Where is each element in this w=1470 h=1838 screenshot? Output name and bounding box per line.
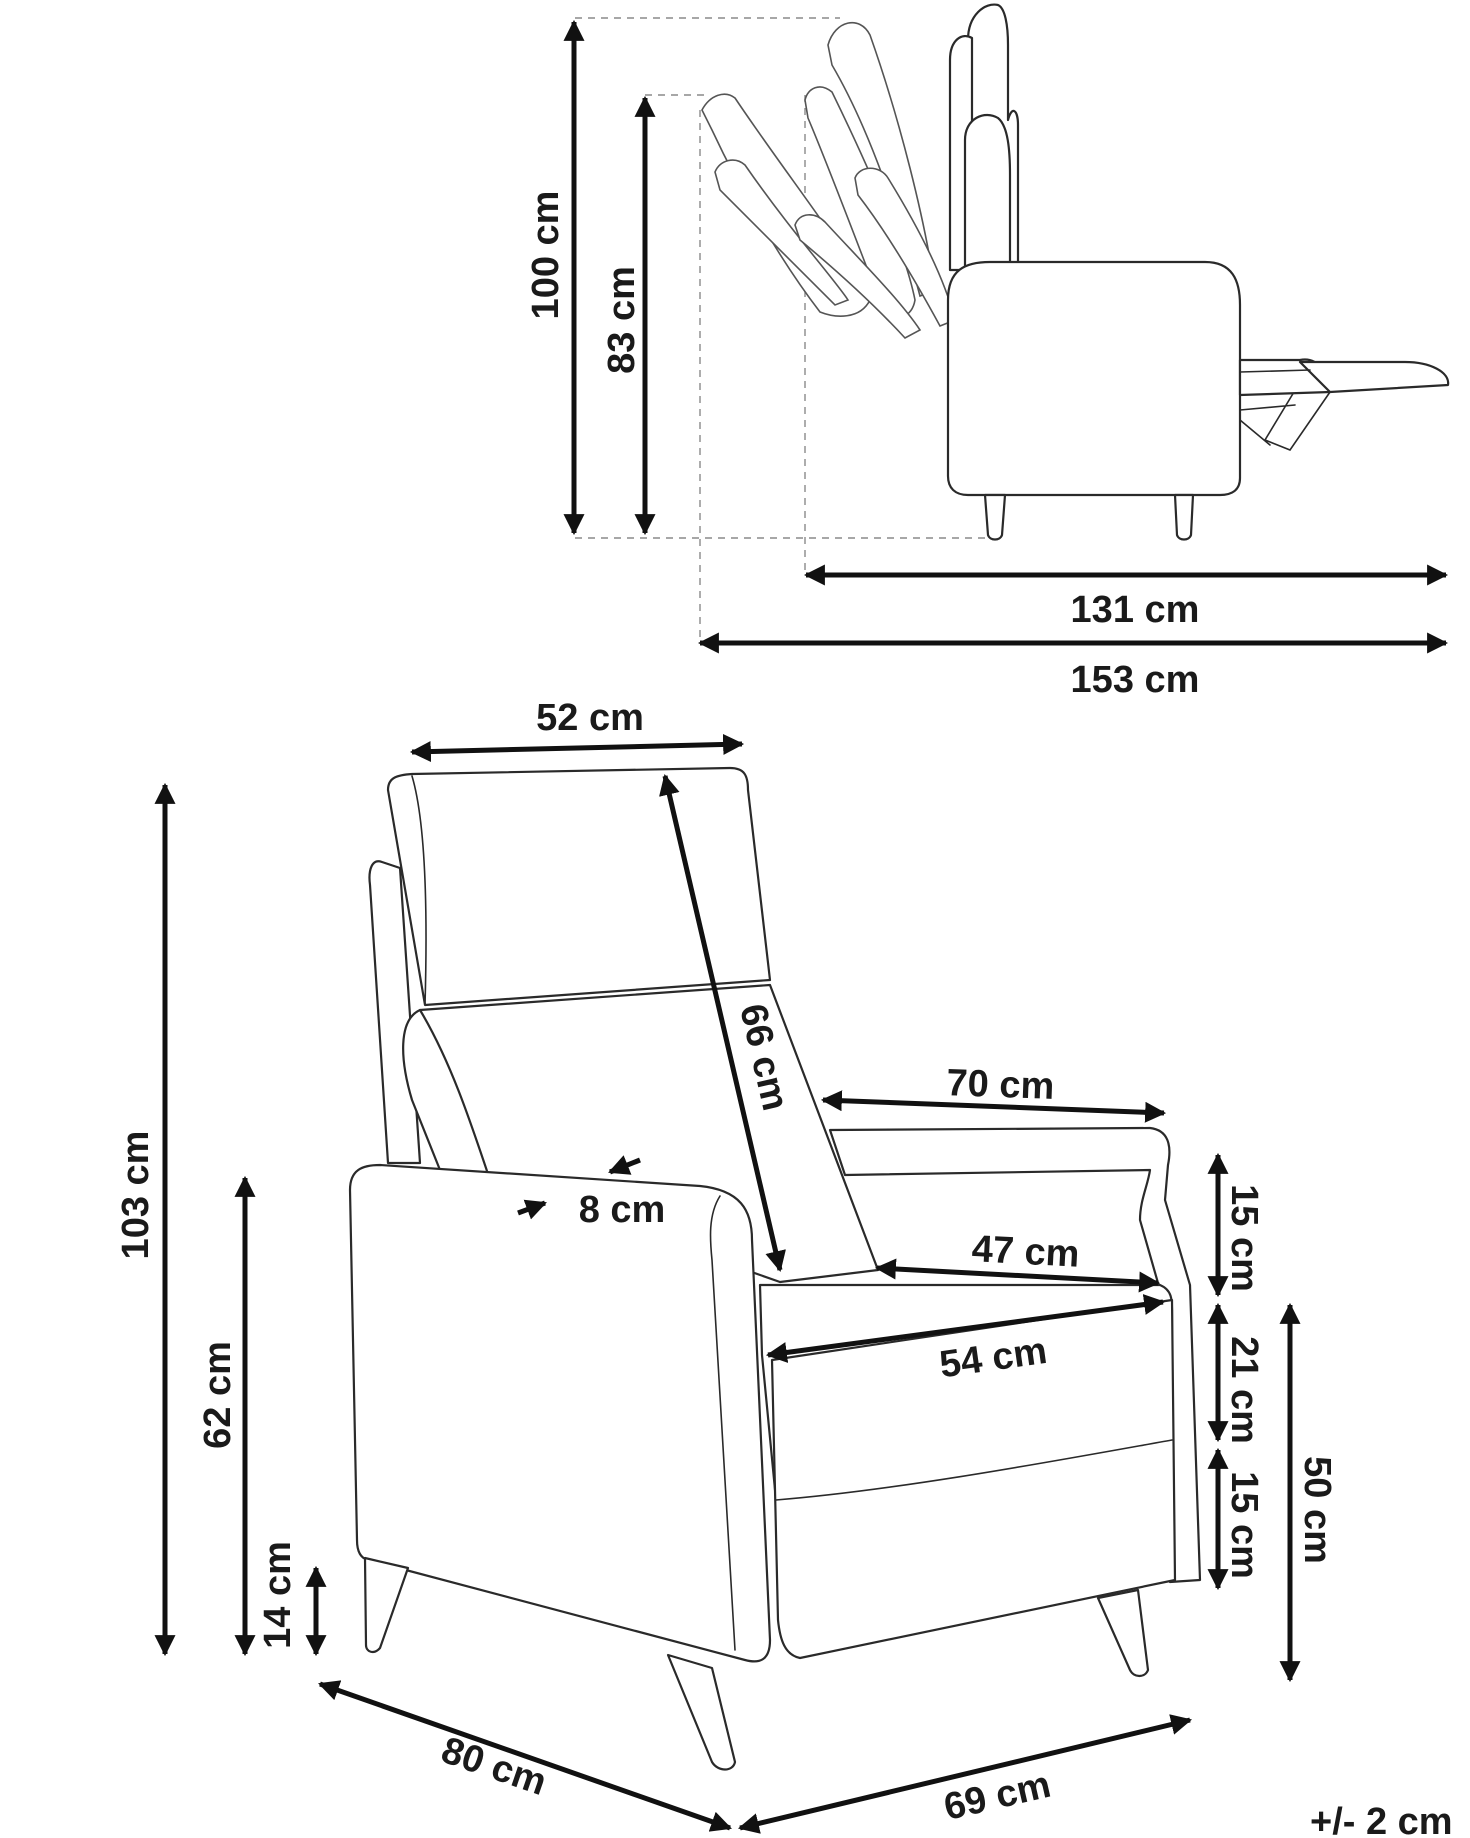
reclined-seat-ghost: [794, 214, 922, 339]
label-total-height: 103 cm: [115, 1131, 157, 1260]
label-armrest-width: 8 cm: [579, 1189, 666, 1231]
left-rear-leg: [666, 1653, 737, 1771]
label-leg-height: 14 cm: [257, 1541, 299, 1649]
dimension-lines: [154, 19, 1449, 1834]
left-armrest: [348, 1163, 772, 1663]
label-seat-depth: 47 cm: [971, 1228, 1081, 1276]
label-base-width: 80 cm: [436, 1729, 552, 1804]
dim-line-54: [765, 1294, 1166, 1363]
label-armrest-height: 62 cm: [197, 1341, 239, 1449]
label-seat-height: 50 cm: [1296, 1456, 1338, 1564]
mid-recline-cushion-ghost: [854, 167, 956, 328]
dim-arrow-8-top: [608, 1155, 641, 1175]
footrest-extended: [1298, 360, 1450, 394]
dim-line-80: [318, 1680, 732, 1832]
headrest: [386, 766, 772, 1007]
front-leg-side: [1173, 493, 1195, 541]
dim-line-66: [659, 773, 786, 1273]
label-height-seat-back: 83 cm: [601, 266, 643, 374]
left-back-wing: [368, 860, 422, 1165]
dim-line-52: [409, 733, 745, 763]
guide-lines: [575, 17, 1000, 640]
front-base: [770, 1298, 1177, 1660]
dim-line-47: [874, 1258, 1161, 1293]
mid-recline-back-ghost: [804, 86, 916, 319]
label-depth-upright: 131 cm: [1071, 589, 1200, 631]
upright-lumbar: [963, 113, 1012, 287]
label-height-upright: 100 cm: [525, 191, 567, 320]
label-total-width: 70 cm: [946, 1062, 1055, 1108]
front-base-seam: [775, 1439, 1173, 1501]
label-depth-reclined: 153 cm: [1071, 659, 1200, 701]
right-armrest: [828, 1126, 1202, 1584]
headrest-seam: [411, 775, 427, 1006]
side-view: [575, 3, 1450, 640]
dim-line-69: [737, 1714, 1193, 1834]
rear-leg-side: [983, 493, 1007, 541]
left-front-leg: [363, 1556, 410, 1654]
chair-body-side: [946, 260, 1242, 497]
label-headrest-width: 52 cm: [536, 697, 644, 739]
right-front-leg: [1096, 1588, 1150, 1678]
label-arm-height-above-seat: 15 cm: [1223, 1184, 1265, 1292]
reclined-headrest-ghost: [714, 159, 850, 306]
footrest-slat: [1239, 369, 1311, 373]
label-seat-cushion-height: 21 cm: [1223, 1336, 1265, 1444]
label-base-height: 15 cm: [1223, 1471, 1265, 1579]
dim-arrow-8-bottom: [517, 1199, 547, 1220]
dim-line-70: [820, 1090, 1167, 1123]
label-tolerance: +/- 2 cm: [1310, 1801, 1453, 1838]
